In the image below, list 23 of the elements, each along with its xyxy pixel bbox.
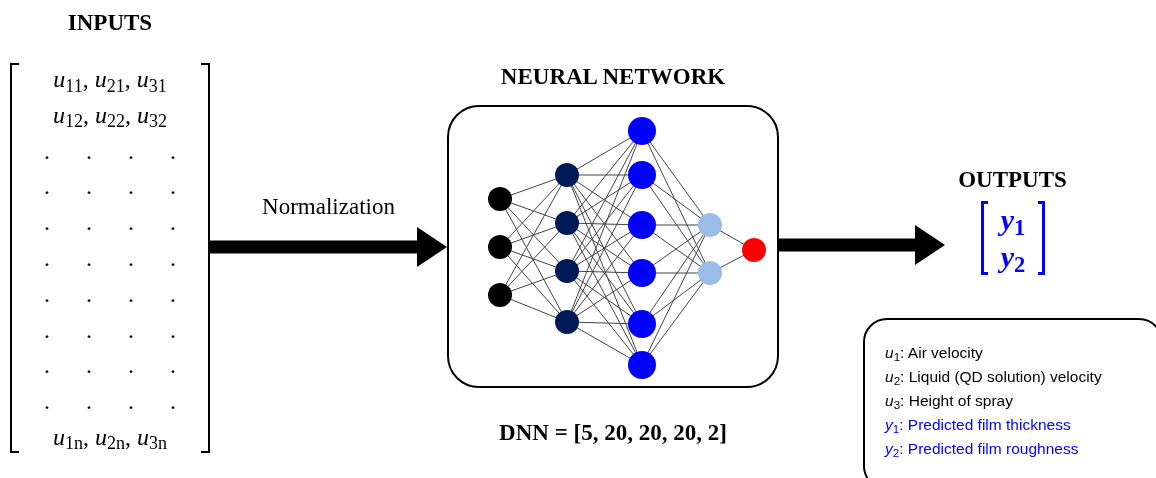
ellipsis-row-text: . . . . bbox=[44, 208, 176, 238]
output-variable: y$_{1}$ bbox=[1000, 202, 1026, 237]
ellipsis-row-text: . . . . bbox=[44, 315, 176, 345]
matrix-row-text: u$_{11}$, u$_{21}$, u$_{31}$ bbox=[53, 65, 167, 95]
note-line: u$_{3}$: Height of spray bbox=[885, 391, 1013, 413]
note-line: y$_{2}$: Predicted film roughness bbox=[885, 439, 1079, 461]
ellipsis-row-text: . . . . bbox=[44, 172, 176, 202]
note-line: u$_{2}$: Liquid (QD solution) velocity bbox=[885, 367, 1102, 389]
section-heading: NEURAL NETWORK bbox=[499, 63, 727, 91]
layer-sizes-label: DNN = [5, 20, 20, 20, 2] bbox=[499, 420, 727, 445]
matrix-row-text: u$_{1n}$, u$_{2n}$, u$_{3n}$ bbox=[53, 422, 167, 453]
note-line: u$_{1}$: Air velocity bbox=[885, 343, 983, 365]
ellipsis-row-text: . . . . bbox=[44, 136, 176, 166]
ellipsis-row-text: . . . . bbox=[44, 279, 176, 309]
note-line: y$_{1}$: Predicted film thickness bbox=[885, 415, 1071, 437]
ellipsis-row-text: . . . . bbox=[44, 351, 176, 381]
matrix-row-text: u$_{12}$, u$_{22}$, u$_{32}$ bbox=[53, 100, 167, 131]
ellipsis-row-text: . . . . bbox=[44, 387, 176, 417]
output-variable: y$_{2}$ bbox=[1000, 239, 1026, 274]
note-box bbox=[863, 318, 1156, 478]
section-heading: OUTPUTS bbox=[957, 166, 1068, 194]
ellipsis-row-text: . . . . bbox=[44, 244, 176, 273]
section-heading: INPUTS bbox=[66, 9, 154, 37]
